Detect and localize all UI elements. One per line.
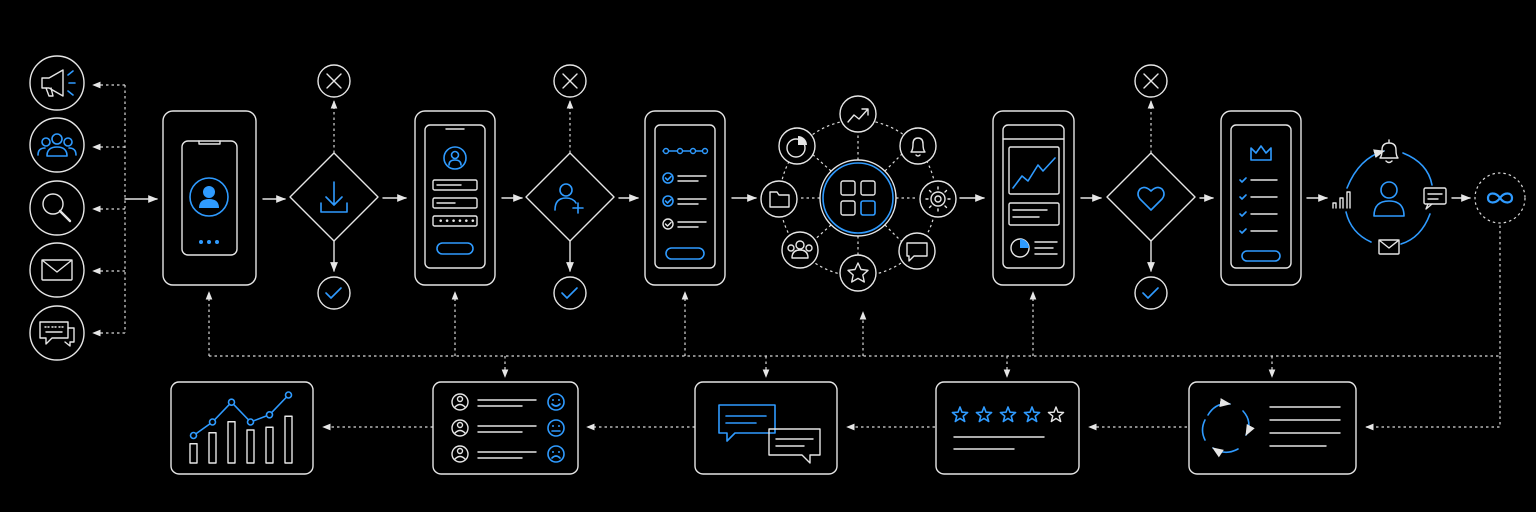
mail-icon (29, 242, 85, 298)
infinity-icon (1486, 192, 1514, 204)
dashboard-screen (992, 110, 1075, 286)
registration-decision (525, 64, 615, 310)
folder-icon (760, 180, 798, 218)
retention-loop-panel (1188, 381, 1357, 475)
check-icon (553, 276, 587, 310)
password-mask: •••••• (438, 217, 477, 227)
trend-point (265, 410, 274, 419)
channel-connectors (92, 81, 158, 337)
onboarding-screen (644, 110, 726, 286)
star-icon (1047, 406, 1065, 423)
continue-button (665, 247, 705, 260)
chart-bar (208, 432, 217, 464)
password-field (432, 215, 478, 227)
chart-bar (189, 443, 198, 464)
sentiment-row (451, 445, 565, 463)
message-bubble-icon (718, 404, 776, 442)
chart-bar (265, 426, 274, 464)
close-icon (1134, 64, 1168, 98)
check-icon (317, 276, 351, 310)
download-icon (320, 181, 348, 213)
search-icon (29, 180, 85, 236)
profile-icon (443, 146, 467, 170)
check-icon (1134, 276, 1168, 310)
user-icon (1373, 181, 1405, 217)
download-decision (289, 64, 379, 310)
trend-line (192, 394, 290, 437)
acquisition-channels (29, 55, 85, 361)
message-icon (1423, 187, 1447, 210)
close-icon (553, 64, 587, 98)
bell-icon (1379, 139, 1399, 164)
sentiment-panel (432, 381, 579, 475)
chat-icon (898, 232, 936, 270)
trend-point (246, 418, 255, 426)
star-icon (951, 406, 969, 423)
heart-icon (1137, 186, 1165, 211)
trend-point (227, 398, 236, 407)
rating-panel (935, 381, 1080, 475)
chart-bar (246, 429, 255, 464)
sad-icon (547, 445, 565, 463)
upgrade-button (1241, 250, 1281, 262)
engagement-decision (1106, 64, 1196, 310)
chart-bar (227, 421, 236, 464)
chart-bar (284, 415, 293, 464)
refresh-cycle-icon (1201, 398, 1255, 458)
trend-icon (839, 95, 877, 133)
email-field (432, 197, 478, 209)
signup-button (436, 242, 474, 255)
profile-screen (162, 110, 257, 286)
checklist (662, 172, 707, 230)
star-icon (999, 406, 1017, 423)
chat-icon (29, 305, 85, 361)
trend-point (284, 391, 293, 399)
gear-icon (919, 180, 957, 218)
conversation-panel (694, 381, 838, 475)
mail-icon (1378, 239, 1400, 255)
user-avatar-icon (189, 177, 229, 217)
users-icon (29, 117, 85, 173)
loyalty-loop (1474, 172, 1526, 224)
sentiment-row (451, 393, 565, 411)
close-icon (317, 64, 351, 98)
premium-screen (1220, 110, 1302, 286)
feature-list (1239, 177, 1278, 234)
sentiment-row (451, 419, 565, 437)
apps-grid-icon (840, 180, 876, 216)
star-icon (1023, 406, 1041, 423)
name-field (432, 179, 478, 191)
signup-screen: •••••• (414, 110, 496, 286)
star-icon (839, 254, 877, 292)
users-icon (781, 231, 819, 269)
crown-icon (1250, 145, 1272, 161)
happy-icon (547, 393, 565, 411)
star-icon (975, 406, 993, 423)
add-user-icon (554, 183, 584, 214)
pie-chart-icon (778, 127, 816, 165)
analytics-chart-panel (170, 381, 314, 475)
trend-point (208, 418, 217, 426)
megaphone-icon (29, 55, 85, 111)
feature-hub (760, 95, 957, 292)
trend-point (189, 431, 198, 440)
neutral-icon (547, 419, 565, 437)
bell-icon (899, 127, 937, 165)
bar-chart-icon (1332, 191, 1351, 209)
progress-stepper (662, 147, 709, 155)
feedback-connectors (205, 223, 1501, 431)
reengagement-cycle (1332, 139, 1447, 255)
